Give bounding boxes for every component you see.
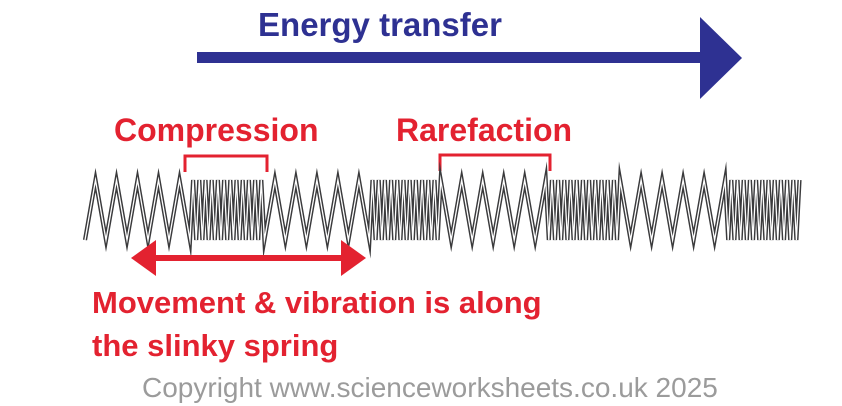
compression-label: Compression: [114, 112, 319, 148]
rarefaction-bracket: [438, 153, 552, 171]
movement-vibration-line1: Movement & vibration is along: [92, 285, 542, 320]
slinky-spring: [82, 161, 802, 259]
energy-transfer-label: Energy transfer: [258, 6, 502, 43]
movement-arrow-right-head-icon: [341, 240, 366, 276]
energy-arrow-shaft: [197, 52, 703, 63]
compression-bracket: [183, 154, 269, 172]
movement-vibration-label: Movement & vibration is along the slinky…: [92, 282, 542, 368]
movement-double-arrow: [131, 240, 366, 276]
energy-transfer-arrow: [197, 17, 742, 99]
copyright-text: Copyright www.scienceworksheets.co.uk 20…: [142, 372, 718, 403]
movement-vibration-line2: the slinky spring: [92, 327, 339, 363]
movement-arrow-left-head-icon: [131, 240, 156, 276]
rarefaction-label: Rarefaction: [396, 112, 573, 148]
energy-arrow-head-icon: [700, 17, 742, 99]
slinky-spring-inner-line: [84, 174, 801, 246]
